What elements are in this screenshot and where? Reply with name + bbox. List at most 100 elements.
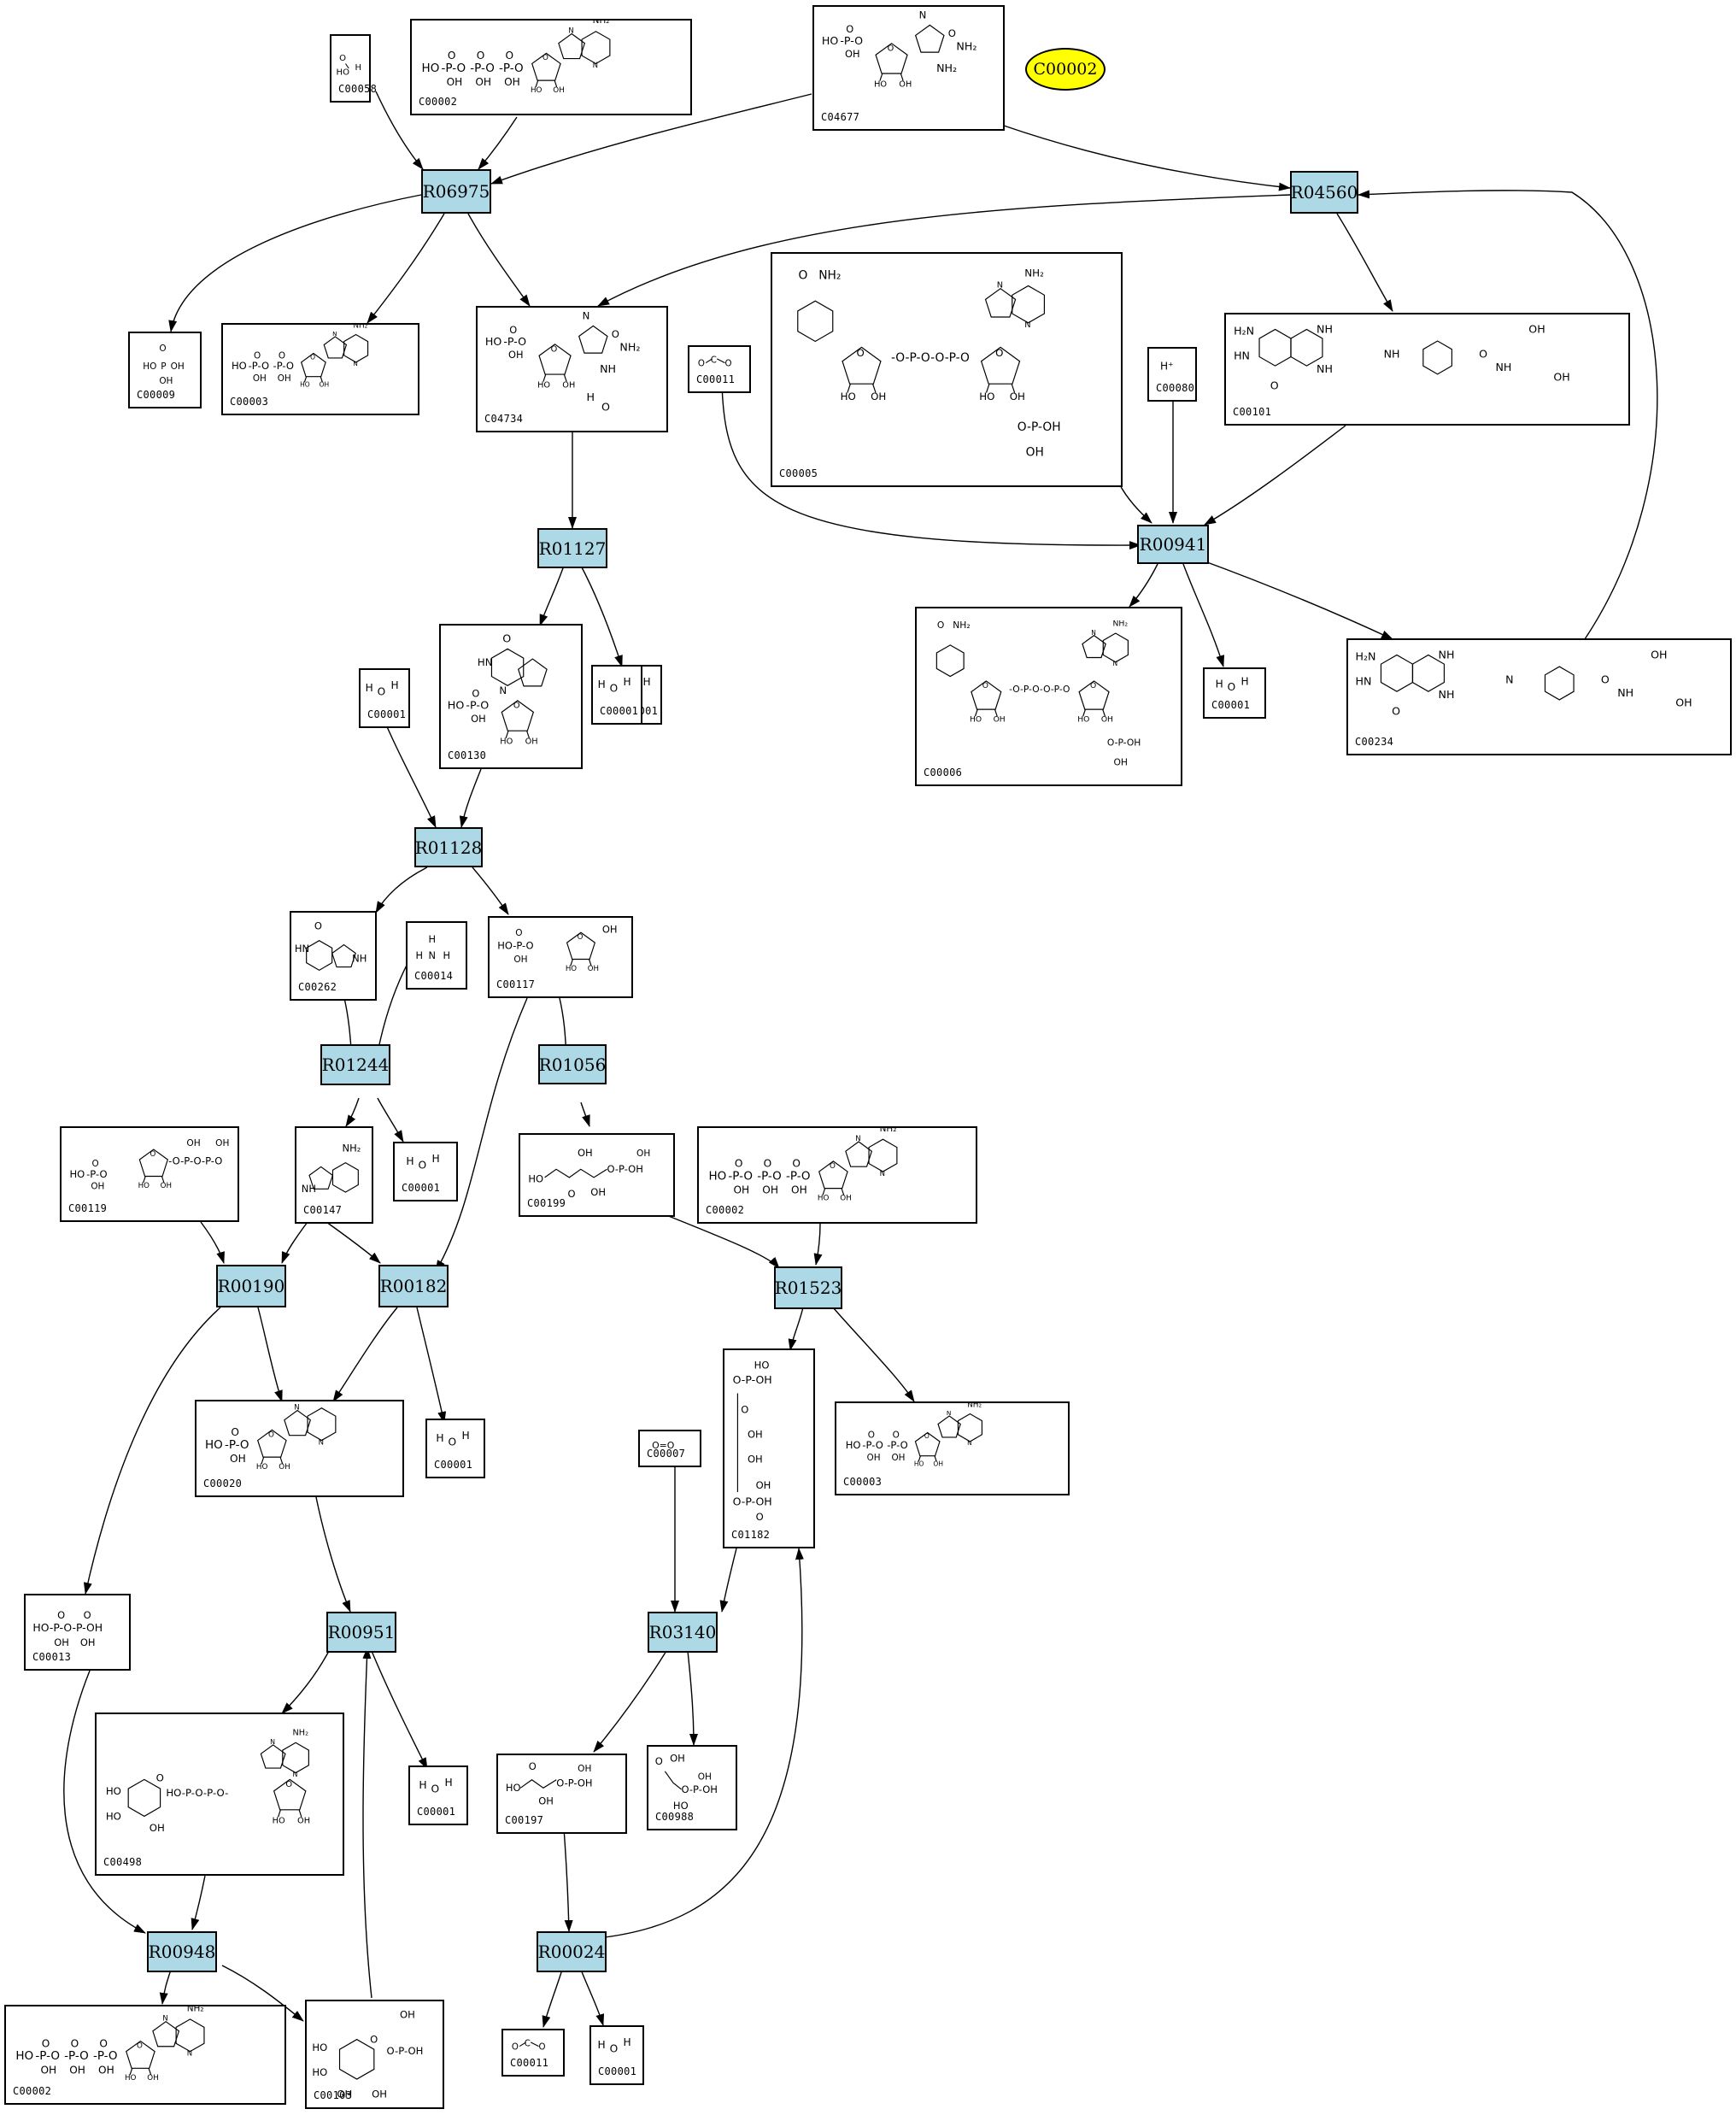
svg-text:O: O [529, 1760, 537, 1772]
svg-text:O: O [509, 324, 517, 336]
svg-text:NH₂: NH₂ [343, 1142, 361, 1154]
svg-text:-P-O: -P-O [499, 62, 524, 75]
edge [597, 1548, 804, 1939]
reaction-R00941[interactable]: R00941 [1137, 525, 1209, 564]
compound-id-label: C00001 [600, 705, 639, 717]
svg-text:HO: HO [822, 34, 838, 47]
svg-text:OH: OH [553, 86, 565, 95]
svg-text:HO: HO [566, 965, 577, 973]
svg-text:O-P-OH: O-P-OH [733, 1373, 772, 1386]
svg-text:OH: OH [297, 1816, 310, 1825]
svg-text:H: H [366, 682, 373, 694]
reaction-R01128[interactable]: R01128 [414, 827, 483, 867]
svg-text:NH₂: NH₂ [880, 1128, 897, 1134]
svg-text:OH: OH [150, 1822, 165, 1834]
svg-text:OH: OH [400, 2008, 415, 2020]
compound-C00020[interactable]: HO-P-OOOHOHOOHNH₂NNC00020 [195, 1400, 404, 1497]
svg-text:NH: NH [1317, 322, 1333, 335]
svg-text:O: O [84, 1609, 91, 1621]
reaction-R00948[interactable]: R00948 [147, 1931, 217, 1972]
compound-id-label: C00006 [924, 767, 963, 778]
reaction-R00024[interactable]: R00024 [537, 1931, 607, 1972]
svg-text:HO: HO [300, 381, 310, 389]
svg-text:O: O [92, 1159, 99, 1169]
svg-text:O: O [937, 620, 944, 631]
svg-text:HO: HO [15, 2049, 33, 2063]
svg-text:OH: OH [933, 1460, 943, 1468]
svg-text:O: O [655, 1755, 663, 1767]
svg-text:NH₂: NH₂ [593, 21, 610, 26]
edge [467, 213, 531, 307]
svg-text:HO: HO [138, 1182, 150, 1190]
svg-text:OH: OH [279, 1463, 290, 1472]
reaction-R00951[interactable]: R00951 [326, 1612, 396, 1653]
svg-text:N: N [162, 2015, 167, 2024]
highlight-compound-C00002[interactable]: C00002 [1025, 48, 1106, 91]
reaction-R01127[interactable]: R01127 [537, 528, 607, 568]
reaction-R00190[interactable]: R00190 [216, 1265, 286, 1307]
svg-text:HO: HO [914, 1460, 924, 1468]
reaction-R03140[interactable]: R03140 [648, 1612, 718, 1653]
svg-text:HO-P-O-P-OH: HO-P-O-P-OH [32, 1621, 103, 1634]
svg-text:O: O [472, 688, 479, 700]
svg-text:OH: OH [1651, 648, 1667, 661]
reaction-R04560[interactable]: R04560 [1290, 171, 1358, 214]
svg-text:O: O [431, 1783, 440, 1795]
reaction-R00182[interactable]: R00182 [378, 1265, 449, 1307]
reaction-R01056[interactable]: R01056 [538, 1044, 607, 1084]
svg-text:HO: HO [312, 2042, 327, 2053]
svg-text:HO: HO [143, 361, 156, 372]
svg-text:NH₂: NH₂ [293, 1728, 309, 1737]
reaction-R01523[interactable]: R01523 [774, 1266, 842, 1309]
reaction-R06975[interactable]: R06975 [421, 169, 491, 214]
svg-text:HO: HO [841, 391, 856, 402]
compound-id-label: C00003 [230, 396, 269, 408]
compound-C00080[interactable]: H⁺C00080 [1147, 347, 1197, 402]
svg-text:-P-O: -P-O [86, 1168, 108, 1180]
svg-text:OH: OH [891, 1453, 905, 1463]
edge [159, 1969, 172, 2005]
edge [332, 1307, 398, 1402]
reaction-R01244[interactable]: R01244 [320, 1044, 390, 1085]
edge [345, 1097, 360, 1127]
